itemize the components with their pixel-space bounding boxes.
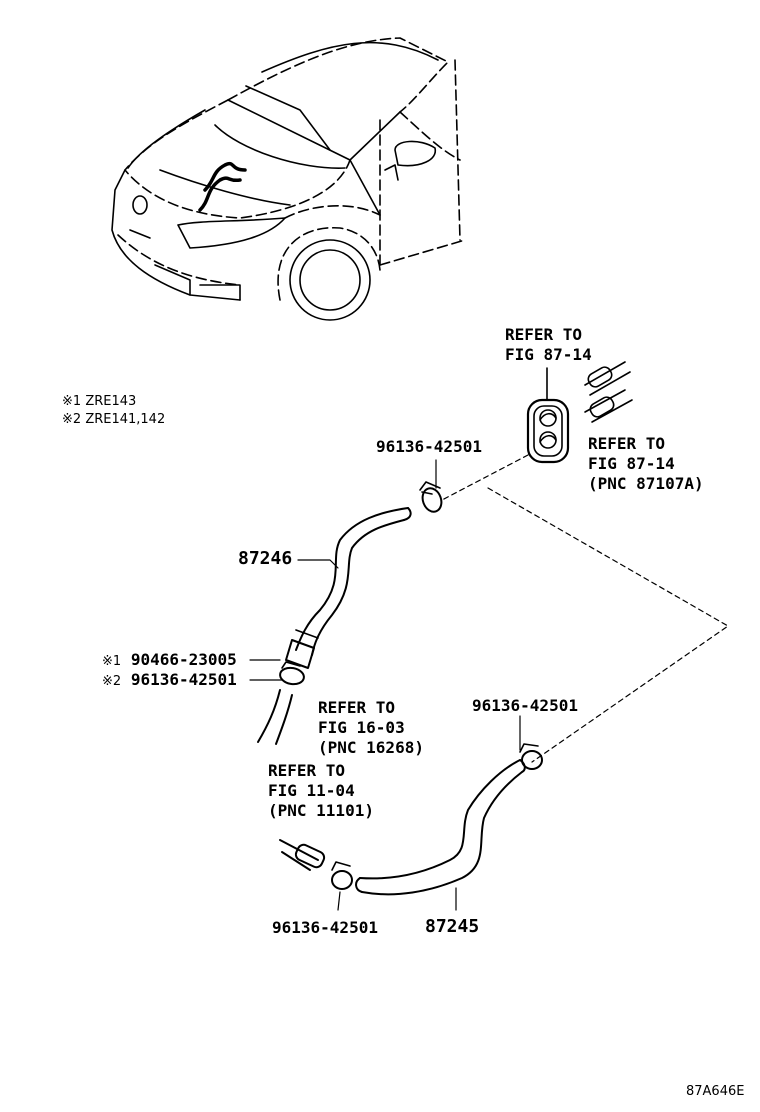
lower-hose	[355, 759, 526, 896]
pipe-16-03	[257, 689, 293, 745]
ref-fig-16-03[interactable]: REFER TO FIG 16-03 (PNC 16268)	[318, 698, 424, 758]
clamp-bottom	[331, 861, 353, 890]
ref-line: REFER TO	[318, 698, 396, 717]
part-number: 90466-23005	[130, 650, 237, 669]
ref-line: (PNC 87107A)	[588, 474, 704, 493]
part-clamp-right[interactable]: 96136-42501	[472, 696, 578, 715]
note-1: ※1 ZRE143	[62, 393, 136, 411]
ref-line: FIG 87-14	[505, 345, 592, 364]
clamp-upper-end	[419, 481, 443, 513]
ref-line: REFER TO	[588, 434, 666, 453]
part-clamp-top[interactable]: 96136-42501	[376, 437, 482, 456]
ref-fig-87-14-pnc[interactable]: REFER TO FIG 87-14 (PNC 87107A)	[588, 434, 704, 494]
part-mark-1: ※1	[102, 654, 122, 669]
ref-line: FIG 11-04	[268, 781, 355, 800]
note-2: ※2 ZRE141,142	[62, 411, 165, 429]
diagram-code: 87A646E	[686, 1084, 745, 1099]
part-mark-2: ※2	[102, 674, 122, 689]
washer-nozzle-grommet	[526, 367, 570, 464]
ref-line: FIG 16-03	[318, 718, 405, 737]
part-clamp-lower-2[interactable]: ※2 96136-42501	[102, 670, 237, 691]
ref-line: REFER TO	[505, 325, 583, 344]
ref-line: REFER TO	[268, 761, 346, 780]
part-clamp-bottom[interactable]: 96136-42501	[272, 918, 378, 937]
part-number: 96136-42501	[130, 670, 237, 689]
ref-line: (PNC 11101)	[268, 801, 374, 820]
upper-hose	[285, 507, 412, 669]
ref-line: (PNC 16268)	[318, 738, 424, 757]
clamp-right	[519, 743, 543, 770]
nozzle-tubes	[584, 361, 633, 423]
car-illustration	[111, 37, 466, 321]
part-hose-upper[interactable]: 87246	[238, 548, 293, 569]
part-clamp-lower-1[interactable]: ※1 90466-23005	[102, 650, 237, 671]
note-1-text: ZRE143	[85, 394, 137, 409]
part-hose-lower[interactable]: 87245	[425, 916, 480, 937]
pipe-11-04	[279, 839, 326, 871]
ref-fig-11-04[interactable]: REFER TO FIG 11-04 (PNC 11101)	[268, 761, 374, 821]
ref-fig-87-14-top[interactable]: REFER TO FIG 87-14	[505, 325, 592, 365]
note-2-text: ZRE141,142	[85, 412, 166, 427]
connection-lines	[441, 454, 729, 763]
note-2-mark: ※2	[62, 412, 82, 427]
note-1-mark: ※1	[62, 394, 82, 409]
clamp-lower-end	[279, 661, 305, 686]
leader-lines	[249, 459, 521, 911]
ref-line: FIG 87-14	[588, 454, 675, 473]
